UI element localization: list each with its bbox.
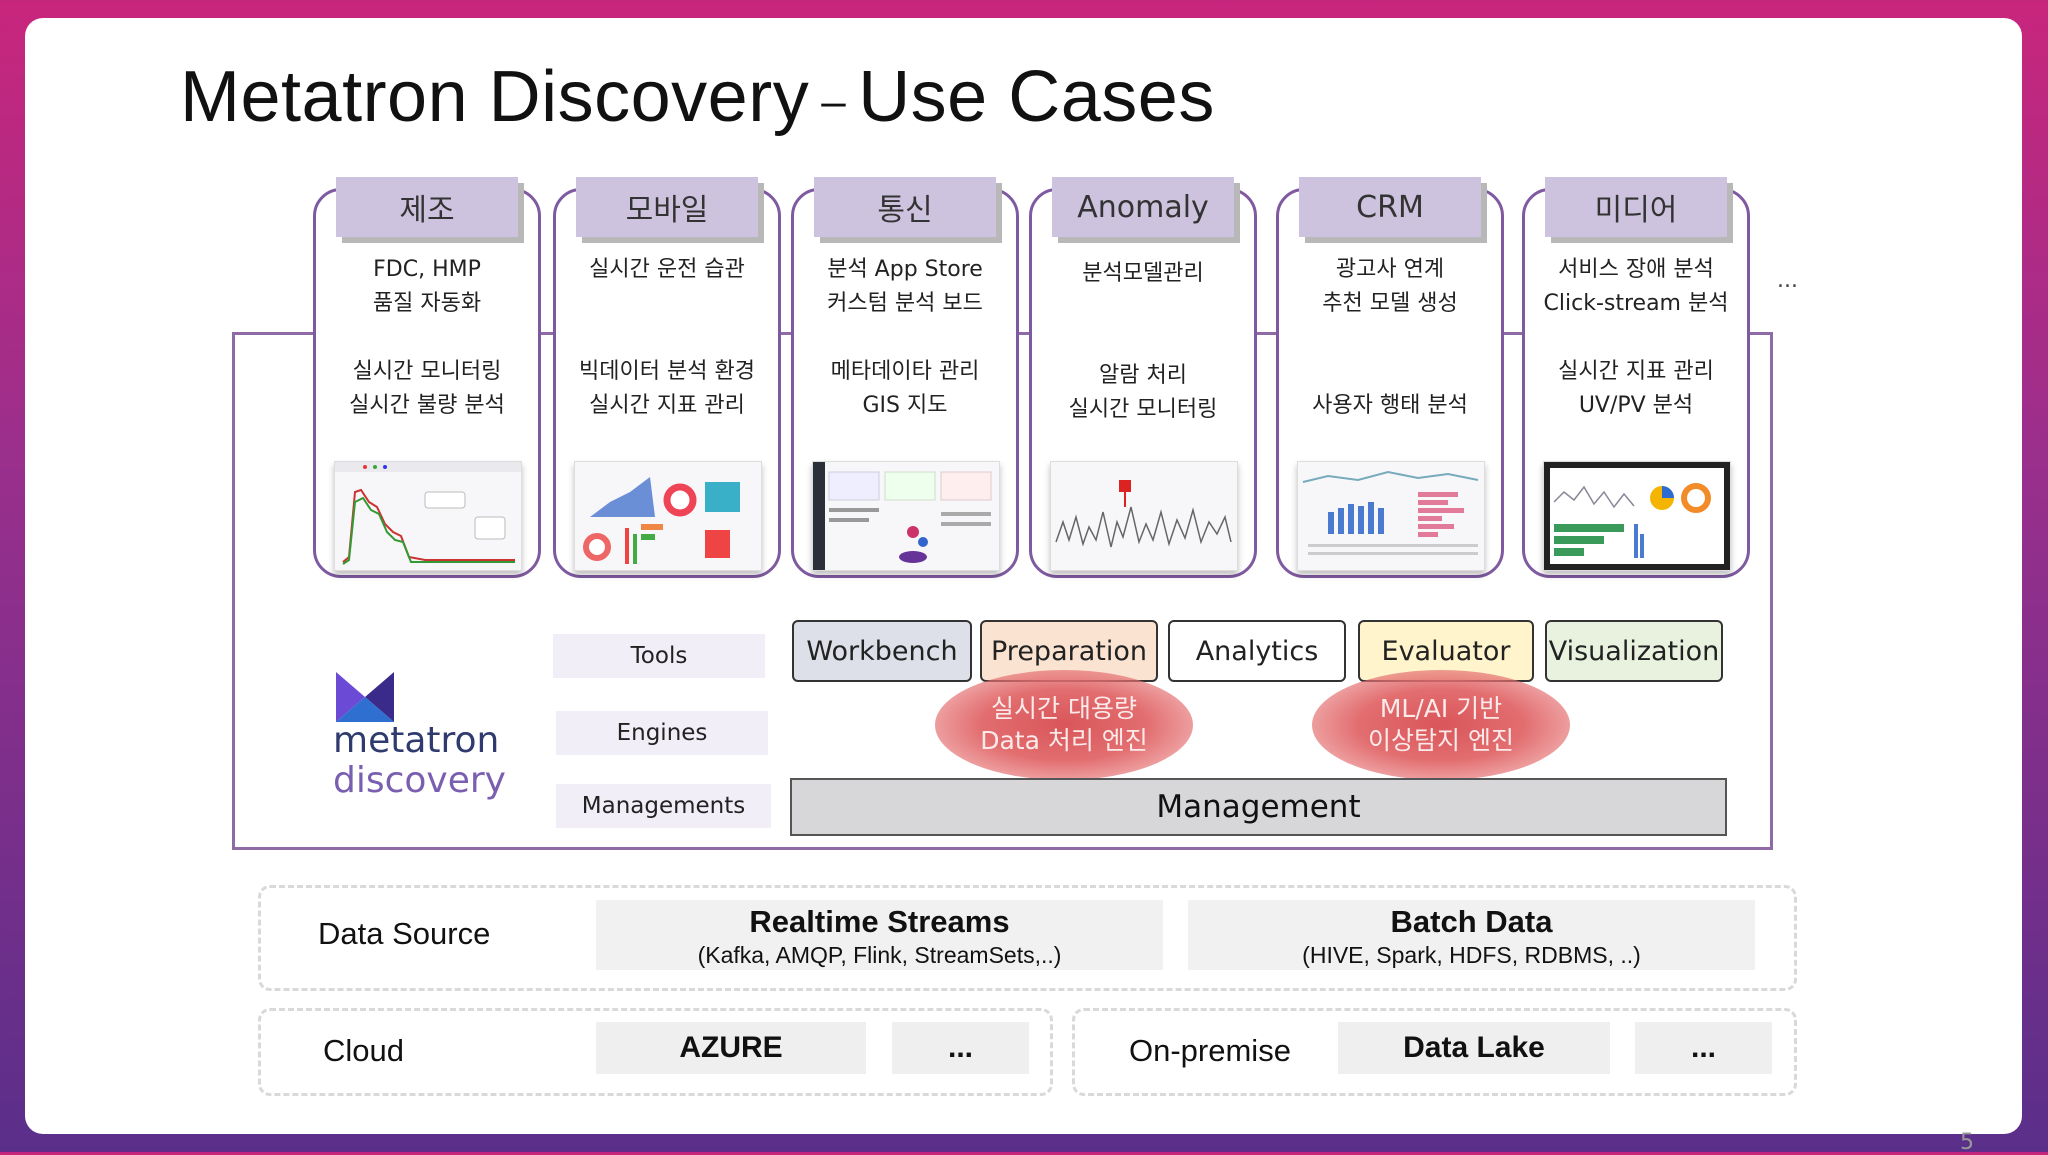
cloud-more: ... (892, 1022, 1029, 1074)
tool-workbench[interactable]: Workbench (792, 620, 972, 682)
use-case-card-mobile: 모바일 실시간 운전 습관 빅데이터 분석 환경 실시간 지표 관리 (553, 177, 781, 578)
use-case-line: 추천 모델 생성 (1322, 291, 1458, 316)
use-case-card-anomaly: Anomaly 분석모델관리 알람 처리 실시간 모니터링 (1029, 177, 1257, 578)
metatron-logo-icon (336, 672, 394, 722)
onpremise-datalake: Data Lake (1338, 1022, 1610, 1074)
use-case-line: Click-stream 분석 (1543, 291, 1729, 316)
logo-word-discovery: discovery (333, 760, 506, 801)
use-case-line: GIS 지도 (862, 393, 948, 418)
engine-realtime-data: 실시간 대용량 Data 처리 엔진 (935, 670, 1193, 780)
use-case-header: CRM (1299, 177, 1481, 237)
batch-data-box: Batch Data (HIVE, Spark, HDFS, RDBMS, ..… (1188, 900, 1755, 970)
use-case-header: 모바일 (576, 177, 758, 237)
use-case-line: 실시간 지표 관리 (589, 393, 745, 418)
use-case-line: 분석모델관리 (1082, 261, 1204, 286)
dashboard-thumbnail (1050, 461, 1238, 571)
tool-analytics[interactable]: Analytics (1168, 620, 1346, 682)
use-case-line: 사용자 행태 분석 (1312, 393, 1468, 418)
title-left: Metatron Discovery (180, 57, 810, 137)
cloud-row (258, 1008, 1053, 1096)
engine-line: Data 처리 엔진 (980, 726, 1148, 755)
engine-line: 이상탐지 엔진 (1368, 726, 1514, 755)
cloud-label: Cloud (323, 1033, 404, 1068)
tool-visualization[interactable]: Visualization (1545, 620, 1723, 682)
layer-label-engines: Engines (556, 711, 768, 755)
more-use-cases: ... (1777, 268, 1798, 293)
dashboard-thumbnail (574, 461, 762, 571)
use-case-line: 실시간 운전 습관 (589, 257, 745, 282)
logo-word-metatron: metatron (333, 720, 500, 761)
data-source-row (258, 885, 1797, 991)
onpremise-label: On-premise (1129, 1033, 1291, 1068)
use-case-line: 분석 App Store (827, 257, 983, 282)
onpremise-row (1072, 1008, 1797, 1096)
use-case-line: UV/PV 분석 (1578, 393, 1694, 418)
management-bar: Management (790, 778, 1727, 836)
layer-label-tools: Tools (553, 634, 765, 678)
title-right: Use Cases (858, 57, 1215, 137)
title-dash: – (821, 76, 847, 126)
page-number: 5 (1960, 1130, 1974, 1155)
use-case-card-media: 미디어 서비스 장애 분석 Click-stream 분석 실시간 지표 관리 … (1522, 177, 1750, 578)
batch-data-detail: (HIVE, Spark, HDFS, RDBMS, ..) (1302, 942, 1641, 968)
use-case-card-manufacturing: 제조 FDC, HMP 품질 자동화 실시간 모니터링 실시간 불량 분석 (313, 177, 541, 578)
use-case-line: 실시간 모니터링 (352, 359, 502, 384)
cloud-azure: AZURE (596, 1022, 866, 1074)
dashboard-thumbnail (334, 461, 522, 571)
batch-data-title: Batch Data (1390, 904, 1553, 939)
use-case-header: 제조 (336, 177, 518, 237)
engine-line: 실시간 대용량 (991, 694, 1137, 723)
engine-ml-anomaly: ML/AI 기반 이상탐지 엔진 (1312, 670, 1570, 780)
use-case-header: Anomaly (1052, 177, 1234, 237)
use-case-card-telecom: 통신 분석 App Store 커스텀 분석 보드 메타데이타 관리 GIS 지… (791, 177, 1019, 578)
use-case-card-crm: CRM 광고사 연계 추천 모델 생성 사용자 행태 분석 (1276, 177, 1504, 578)
use-case-header: 미디어 (1545, 177, 1727, 237)
use-case-line: 빅데이터 분석 환경 (579, 359, 755, 384)
use-case-line: 실시간 모니터링 (1068, 397, 1218, 422)
engine-line: ML/AI 기반 (1379, 694, 1503, 723)
dashboard-thumbnail (812, 461, 1000, 571)
realtime-streams-box: Realtime Streams (Kafka, AMQP, Flink, St… (596, 900, 1163, 970)
realtime-streams-title: Realtime Streams (749, 904, 1010, 939)
realtime-streams-detail: (Kafka, AMQP, Flink, StreamSets,..) (697, 942, 1062, 968)
use-case-header: 통신 (814, 177, 996, 237)
use-case-line: 품질 자동화 (372, 291, 482, 316)
tool-evaluator[interactable]: Evaluator (1358, 620, 1534, 682)
use-case-line: FDC, HMP (373, 257, 481, 282)
use-case-line: 알람 처리 (1099, 363, 1187, 388)
use-case-line: 광고사 연계 (1335, 257, 1445, 282)
use-case-line: 실시간 불량 분석 (349, 393, 505, 418)
layer-label-managements: Managements (556, 784, 771, 828)
use-case-line: 실시간 지표 관리 (1558, 359, 1714, 384)
use-case-line: 메타데이타 관리 (830, 359, 980, 384)
dashboard-thumbnail (1543, 461, 1731, 571)
use-case-line: 커스텀 분석 보드 (827, 291, 983, 316)
page-title: Metatron Discovery–Use Cases (180, 56, 1215, 138)
data-source-label: Data Source (318, 916, 491, 951)
use-case-line: 서비스 장애 분석 (1558, 257, 1714, 282)
onpremise-more: ... (1635, 1022, 1772, 1074)
dashboard-thumbnail (1297, 461, 1485, 571)
